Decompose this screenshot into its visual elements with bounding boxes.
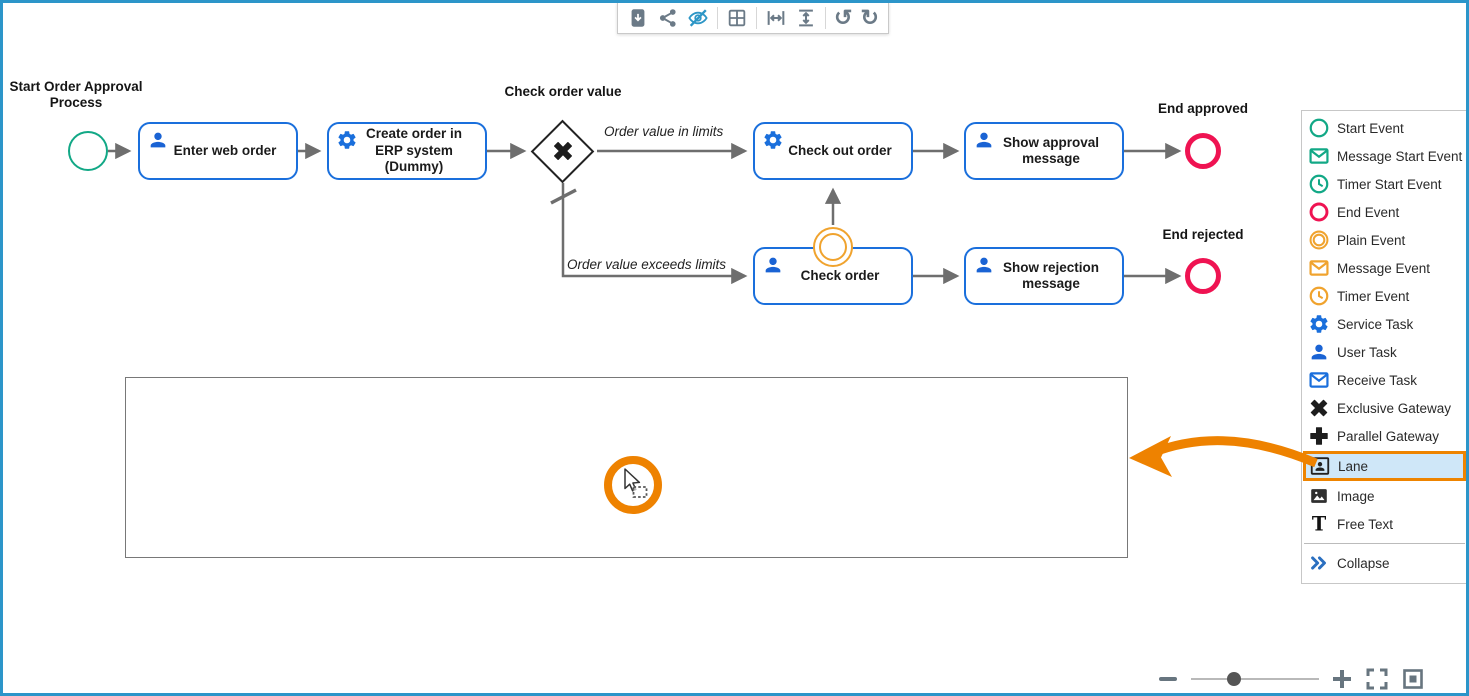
flow-label-in-limits: Order value in limits (604, 124, 724, 139)
task-label: Show rejection message (1002, 259, 1100, 291)
user-icon (150, 132, 166, 148)
toolbar-separator (717, 7, 718, 29)
lane-rectangle[interactable] (125, 377, 1128, 558)
zoom-controls (1157, 666, 1425, 692)
timer-event-icon (1309, 286, 1329, 306)
start-event-label: Start Order Approval Process (9, 79, 143, 111)
lane-icon (1310, 457, 1330, 475)
image-icon (1311, 489, 1327, 503)
palette-item-image[interactable]: Image (1302, 482, 1467, 510)
top-toolbar: ↺ ↻ (617, 2, 889, 34)
shape-palette: Start Event Message Start Event Timer St… (1301, 110, 1467, 584)
palette-item-user-task[interactable]: User Task (1302, 338, 1467, 366)
palette-item-timer-start-event[interactable]: Timer Start Event (1302, 170, 1467, 198)
palette-item-start-event[interactable]: Start Event (1302, 114, 1467, 142)
message-start-event-icon (1309, 148, 1329, 164)
parallel-gateway-icon (1310, 427, 1328, 445)
end-event-approved[interactable] (1185, 133, 1221, 169)
task-label: Check out order (788, 142, 892, 158)
receive-task-icon (1309, 372, 1329, 388)
user-icon (976, 257, 992, 273)
palette-item-timer-event[interactable]: Timer Event (1302, 282, 1467, 310)
collapse-icon (1311, 556, 1326, 570)
end-approved-label: End approved (1157, 101, 1248, 116)
exclusive-gateway-icon (1310, 399, 1328, 417)
task-enter-web-order[interactable]: Enter web order (138, 122, 298, 180)
user-icon (1311, 344, 1327, 360)
hide-comments-icon[interactable] (687, 7, 709, 29)
message-event-icon (1309, 260, 1329, 276)
gear-icon (1310, 315, 1328, 333)
palette-item-collapse[interactable]: Collapse (1302, 549, 1467, 577)
palette-item-receive-task[interactable]: Receive Task (1302, 366, 1467, 394)
fit-width-icon[interactable] (765, 7, 787, 29)
plain-event-icon (1309, 230, 1329, 250)
zoom-slider[interactable] (1191, 672, 1319, 686)
task-show-rejection-message[interactable]: Show rejection message (964, 247, 1124, 305)
start-event[interactable] (68, 131, 108, 171)
toolbar-separator (825, 7, 826, 29)
end-rejected-label: End rejected (1162, 227, 1244, 242)
zoom-slider-track (1191, 678, 1319, 680)
svg-text:T: T (1312, 513, 1327, 535)
palette-divider (1304, 543, 1465, 544)
toolbar-separator (756, 7, 757, 29)
user-icon (765, 257, 781, 273)
user-icon (976, 132, 992, 148)
task-label: Check order (800, 267, 880, 283)
task-show-approval-message[interactable]: Show approval message (964, 122, 1124, 180)
palette-item-lane[interactable]: Lane (1303, 451, 1466, 481)
start-event-icon (1309, 118, 1329, 138)
end-event-rejected[interactable] (1185, 258, 1221, 294)
grid-icon[interactable] (726, 7, 748, 29)
gear-icon (338, 131, 356, 149)
share-icon[interactable] (657, 7, 679, 29)
task-create-order-erp[interactable]: Create order in ERP system (Dummy) (327, 122, 487, 180)
free-text-icon: T (1312, 513, 1327, 535)
fit-height-icon[interactable] (795, 7, 817, 29)
end-event-icon (1309, 202, 1329, 222)
palette-item-free-text[interactable]: T Free Text (1302, 510, 1467, 538)
flow-label-exceeds-limits: Order value exceeds limits (567, 257, 727, 272)
timer-start-event-icon (1309, 174, 1329, 194)
boundary-event-inner (819, 233, 847, 261)
fit-to-screen-icon[interactable] (1401, 667, 1425, 691)
palette-item-end-event[interactable]: End Event (1302, 198, 1467, 226)
palette-item-message-start-event[interactable]: Message Start Event (1302, 142, 1467, 170)
gateway-label: Check order value (504, 84, 622, 99)
fullscreen-icon[interactable] (1365, 667, 1389, 691)
export-icon[interactable] (627, 7, 649, 29)
palette-item-message-event[interactable]: Message Event (1302, 254, 1467, 282)
task-label: Enter web order (173, 142, 277, 158)
redo-icon[interactable]: ↻ (860, 5, 879, 30)
zoom-out-icon[interactable] (1157, 668, 1179, 690)
palette-item-service-task[interactable]: Service Task (1302, 310, 1467, 338)
gear-icon (764, 131, 782, 149)
zoom-slider-handle[interactable] (1227, 672, 1241, 686)
palette-item-exclusive-gateway[interactable]: Exclusive Gateway (1302, 394, 1467, 422)
task-check-out-order[interactable]: Check out order (753, 122, 913, 180)
lane-drag-annotation-arrow (1129, 436, 1318, 477)
task-label: Create order in ERP system (Dummy) (365, 126, 463, 175)
task-check-order[interactable]: Check order (753, 247, 913, 305)
task-label: Show approval message (1002, 134, 1100, 166)
exclusive-gateway-node[interactable] (530, 119, 595, 184)
zoom-in-icon[interactable] (1331, 668, 1353, 690)
palette-item-plain-event[interactable]: Plain Event (1302, 226, 1467, 254)
undo-icon[interactable]: ↺ (834, 5, 853, 30)
palette-item-parallel-gateway[interactable]: Parallel Gateway (1302, 422, 1467, 450)
